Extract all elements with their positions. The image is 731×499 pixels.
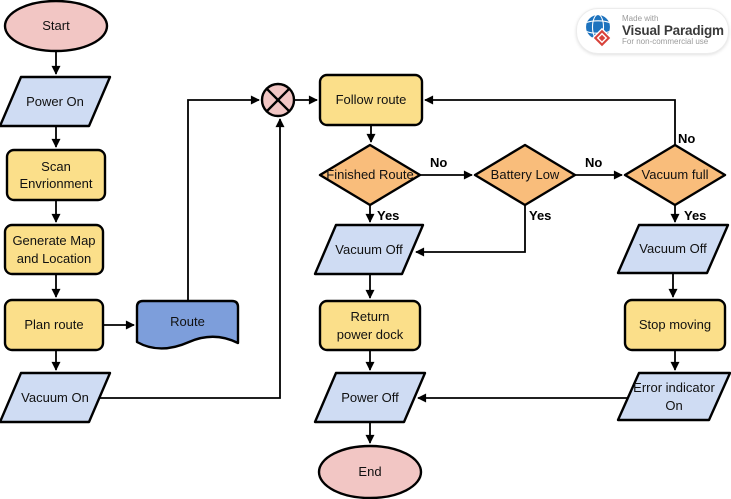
connectors	[51, 52, 680, 444]
edge-label-finished-route-yes: Yes	[377, 208, 400, 223]
edge-label-vacuum-full-yes: Yes	[684, 208, 707, 223]
edge-vacuumfull-followroute-loop	[424, 95, 676, 145]
edge-label-battery-low-yes: Yes	[529, 208, 552, 223]
visual-paradigm-badge[interactable]: Made with Visual Paradigm For non-commer…	[576, 8, 729, 54]
node-summing-junction[interactable]	[260, 82, 296, 118]
node-power-off[interactable]	[313, 371, 427, 424]
node-finished-route[interactable]	[318, 143, 422, 207]
edge-batterylow-vacuumoffleft	[415, 205, 526, 257]
node-vacuum-off-left[interactable]	[313, 223, 425, 276]
node-power-on[interactable]	[0, 75, 112, 128]
node-plan-route[interactable]	[3, 298, 105, 352]
node-return-power-dock[interactable]	[318, 299, 422, 352]
junction-x-stroke	[265, 87, 291, 113]
node-vacuum-full[interactable]	[623, 143, 727, 207]
edge-label-battery-low-no: No	[585, 155, 603, 170]
edge-route-junction	[187, 95, 260, 301]
node-vacuum-on[interactable]	[0, 371, 112, 424]
badge-made-with: Made with	[622, 13, 659, 23]
visual-paradigm-logo-icon	[584, 13, 613, 49]
edge-label-finished-route-no: No	[430, 155, 448, 170]
node-start[interactable]	[3, 0, 109, 53]
node-stop-moving[interactable]	[623, 298, 727, 352]
node-end[interactable]	[317, 444, 423, 499]
edge-label-vacuum-full-no: No	[678, 131, 696, 146]
node-battery-low[interactable]	[473, 143, 577, 207]
badge-brand: Visual Paradigm	[622, 22, 724, 38]
edge-vacuumon-junction	[99, 118, 285, 399]
badge-text: Made with Visual Paradigm For non-commer…	[622, 13, 724, 47]
node-route-document[interactable]	[135, 299, 240, 350]
node-follow-route[interactable]	[318, 73, 424, 127]
node-scan-environment[interactable]	[5, 148, 107, 202]
node-error-indicator-on[interactable]	[616, 371, 731, 422]
node-vacuum-off-right[interactable]	[616, 223, 730, 275]
node-generate-map[interactable]	[3, 223, 105, 276]
badge-license: For non-commercial use	[622, 37, 709, 47]
